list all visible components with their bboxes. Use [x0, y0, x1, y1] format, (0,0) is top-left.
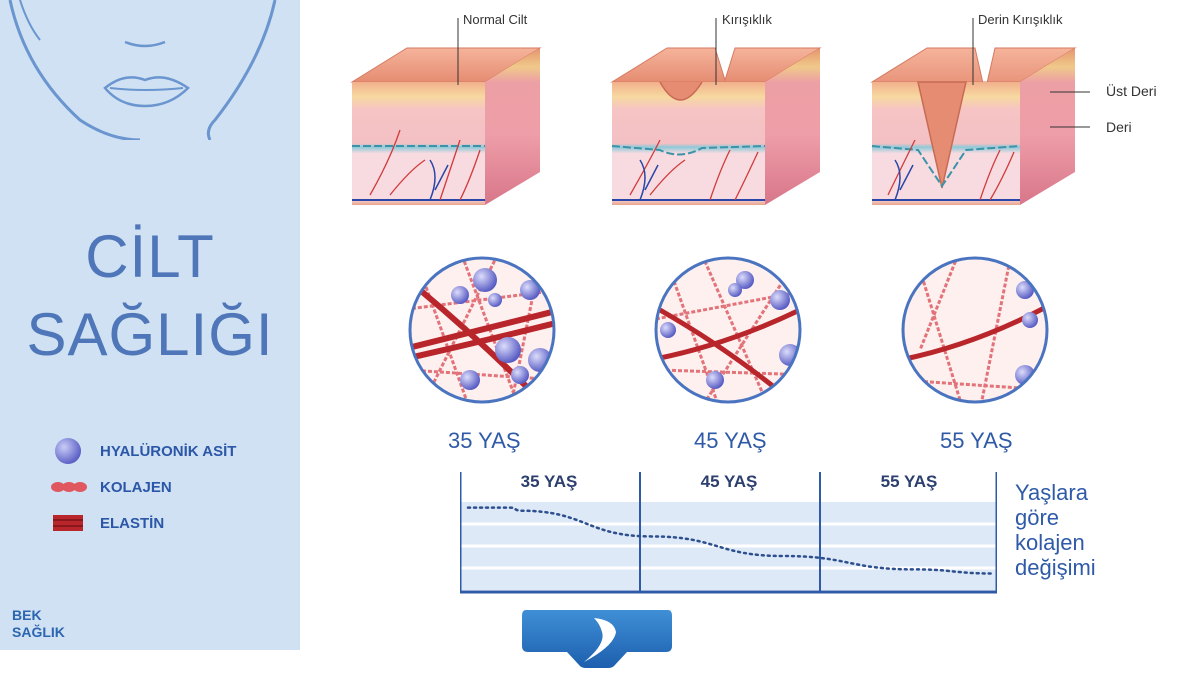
circle-45 — [656, 258, 800, 402]
circle-55 — [903, 258, 1047, 402]
page-title-line2: SAĞLIĞI — [26, 301, 274, 368]
chart-caption: Yaşlara göre kolajen değişimi — [1015, 480, 1135, 580]
chart-caption-line1: Yaşlara — [1015, 480, 1088, 505]
chart-caption-line4: değişimi — [1015, 555, 1096, 580]
magnified-tissue-circles — [408, 256, 1049, 404]
chart-grid — [460, 522, 997, 570]
swoosh-icon — [584, 618, 616, 662]
label-epidermis: Üst Deri — [1106, 83, 1157, 99]
chart-period-35: 35 YAŞ — [520, 472, 578, 491]
label-normal-skin: Normal Cilt — [463, 12, 528, 27]
age-label-45: 45 YAŞ — [694, 428, 767, 453]
brand-line2: SAĞLIK — [12, 624, 65, 640]
label-deep-wrinkle: Derin Kırışıklık — [978, 12, 1063, 27]
legend-item-hyaluronic: HYALÜRONİK ASİT — [50, 436, 236, 466]
skin-block-normal — [350, 47, 542, 205]
brand-line1: BEK — [12, 607, 42, 623]
skin-block-deep-wrinkle — [870, 47, 1077, 205]
age-label-55: 55 YAŞ — [940, 428, 1013, 453]
chart-period-55: 55 YAŞ — [880, 472, 938, 491]
skin-block-wrinkle — [610, 47, 822, 205]
label-wrinkle: Kırışıklık — [722, 12, 772, 27]
collagen-chart — [460, 472, 997, 594]
legend-item-elastin: ELASTİN — [50, 508, 164, 538]
brand-logo: BEK SAĞLIK — [12, 607, 65, 641]
skin-blocks-illustration — [350, 18, 1090, 205]
legend-item-collagen: KOLAJEN — [50, 472, 172, 502]
chart-period-45: 45 YAŞ — [700, 472, 758, 491]
face-illustration — [8, 0, 277, 140]
legend-label-hyaluronic: HYALÜRONİK ASİT — [100, 442, 237, 460]
chart-caption-line2: göre — [1015, 505, 1060, 530]
label-dermis: Deri — [1106, 119, 1132, 135]
elastin-band-icon — [53, 515, 83, 531]
age-label-35: 35 YAŞ — [448, 428, 521, 453]
hyaluronic-acid-sphere-icon — [55, 438, 81, 464]
sidebar-panel: CİLT SAĞLIĞI HYALÜRONİK ASİT KOLAJEN ELA… — [0, 0, 300, 650]
collagen-chain-icon — [51, 482, 87, 492]
brand-emblem — [522, 610, 672, 668]
collagen-trend-line — [466, 506, 995, 575]
legend-label-elastin: ELASTİN — [100, 514, 165, 532]
legend-label-collagen: KOLAJEN — [100, 478, 172, 496]
chart-caption-line3: kolajen — [1015, 530, 1085, 555]
page-title-line1: CİLT — [85, 223, 215, 290]
